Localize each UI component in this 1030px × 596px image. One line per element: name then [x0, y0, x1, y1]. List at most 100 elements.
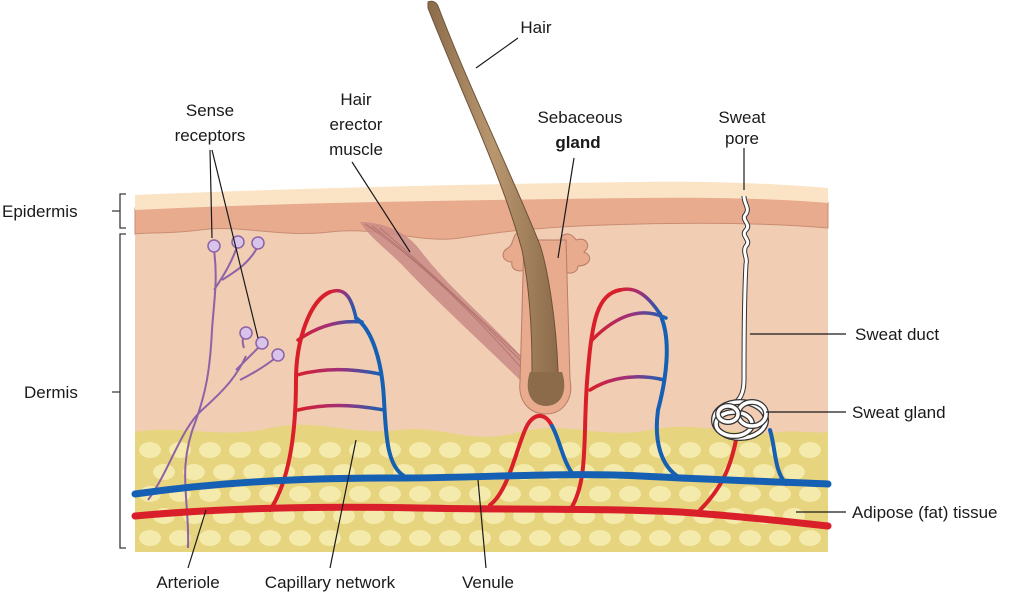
capillary-network-left [268, 288, 406, 512]
dermis-bracket [112, 233, 126, 549]
label-hair-erector-1: Hair [340, 90, 372, 109]
label-capillary-network: Capillary network [265, 573, 396, 592]
fat-cell [333, 508, 355, 524]
epidermis-bracket [112, 193, 126, 229]
fat-cell [529, 486, 551, 502]
fat-cell [243, 464, 265, 480]
label-sebaceous-1: Sebaceous [537, 108, 622, 127]
fat-cell [799, 530, 821, 546]
label-sweat-pore-1: Sweat [718, 108, 766, 127]
fat-cells [139, 442, 821, 546]
fat-cell [303, 508, 325, 524]
fat-cell [649, 486, 671, 502]
label-arteriole: Arteriole [156, 573, 219, 592]
fat-cell [393, 508, 415, 524]
fat-cell [289, 442, 311, 458]
fat-cell [199, 486, 221, 502]
fat-cell [363, 508, 385, 524]
fat-cell [229, 442, 251, 458]
fat-cell [229, 486, 251, 502]
sebaceous-leader [557, 157, 575, 259]
label-sweat-pore-2: pore [725, 129, 759, 148]
arteriole-leader [187, 509, 207, 569]
fat-cell [409, 486, 431, 502]
fat-cell [289, 530, 311, 546]
fat-cell [679, 442, 701, 458]
label-dermis: Dermis [24, 383, 78, 402]
sense-receptors-leader [209, 149, 259, 339]
fat-cell [183, 464, 205, 480]
capillary-network-right [568, 287, 682, 512]
epidermis-outer-layer [135, 181, 828, 210]
label-venule: Venule [462, 573, 514, 592]
hair-erector-leader [351, 161, 411, 253]
fat-cell [139, 442, 161, 458]
fat-cell [769, 486, 791, 502]
fat-cell [349, 486, 371, 502]
fat-cell [709, 530, 731, 546]
venule-leader [477, 479, 487, 569]
fat-cell [559, 530, 581, 546]
fat-cell [379, 530, 401, 546]
label-sweat-duct: Sweat duct [855, 325, 939, 344]
fat-cell [739, 486, 761, 502]
fat-cell [709, 442, 731, 458]
arteriole-vessel [131, 503, 832, 530]
fat-cell [499, 530, 521, 546]
label-hair: Hair [520, 18, 552, 37]
hair-leader [475, 37, 519, 69]
fat-cell [799, 442, 821, 458]
fat-cell [679, 486, 701, 502]
fat-cell [439, 530, 461, 546]
fat-cell [423, 508, 445, 524]
capillary-leader [329, 439, 357, 569]
fat-cell [199, 530, 221, 546]
fat-cell [469, 486, 491, 502]
sweat-gland-structure [711, 195, 769, 441]
fat-cell [439, 442, 461, 458]
fat-cell [199, 442, 221, 458]
fat-cell [469, 442, 491, 458]
fat-cell [739, 442, 761, 458]
fat-cell [619, 442, 641, 458]
label-sebaceous-2: gland [555, 133, 600, 152]
fat-cell [589, 530, 611, 546]
fat-cell [619, 486, 641, 502]
fat-cell [769, 530, 791, 546]
hair-erector-muscle [360, 222, 535, 388]
fat-cell [259, 530, 281, 546]
hair-bulb-base [527, 372, 565, 406]
fat-cell [273, 508, 295, 524]
label-epidermis: Epidermis [2, 202, 78, 221]
fat-cell [319, 442, 341, 458]
fat-cell [739, 530, 761, 546]
fat-cell [139, 530, 161, 546]
fat-cell [529, 442, 551, 458]
fat-cell [529, 530, 551, 546]
label-hair-erector-3: muscle [329, 140, 383, 159]
fat-cell [273, 464, 295, 480]
fat-cell [783, 464, 805, 480]
fat-cell [469, 530, 491, 546]
fat-cell [439, 486, 461, 502]
fat-cell [409, 530, 431, 546]
fat-cell [649, 530, 671, 546]
fat-cell [499, 486, 521, 502]
fat-cell [229, 530, 251, 546]
fat-cell [319, 486, 341, 502]
label-sense-receptors-2: receptors [175, 126, 246, 145]
fat-cell [753, 464, 775, 480]
fat-cell [289, 486, 311, 502]
fat-cell [213, 464, 235, 480]
label-sense-receptors-1: Sense [186, 101, 234, 120]
label-hair-erector-2: erector [330, 115, 383, 134]
fat-cell [379, 486, 401, 502]
fat-cell [799, 486, 821, 502]
fat-cell [169, 530, 191, 546]
label-adipose: Adipose (fat) tissue [852, 503, 998, 522]
venule-vessel [131, 471, 832, 498]
fat-cell [589, 486, 611, 502]
sense-receptors [147, 235, 285, 549]
fat-cell [409, 442, 431, 458]
